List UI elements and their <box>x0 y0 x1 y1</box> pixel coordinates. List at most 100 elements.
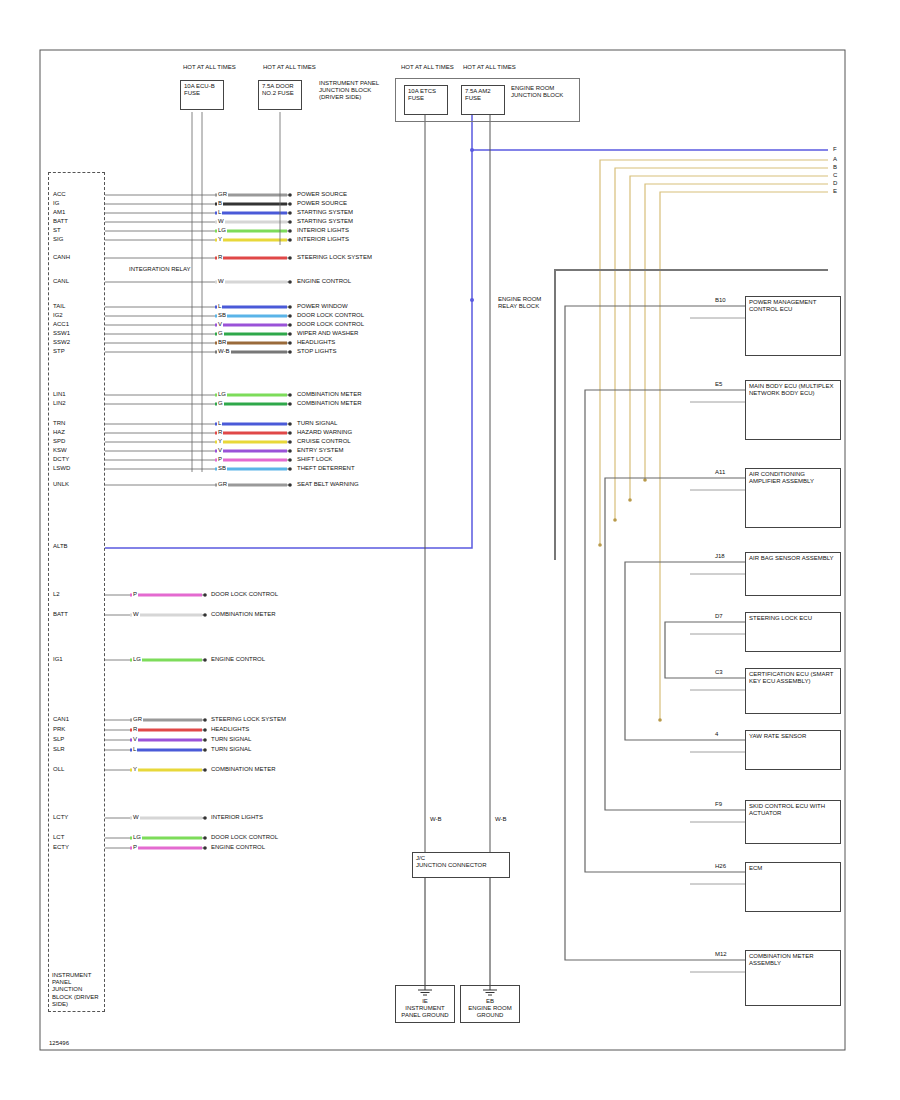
wire-row <box>105 323 292 327</box>
wire-color-band <box>215 459 287 462</box>
ecu-box: MAIN BODY ECU (MULTIPLEX NETWORK BODY EC… <box>745 380 841 440</box>
wire-color-band <box>130 817 202 820</box>
wire-label: INTERIOR LIGHTS <box>296 236 350 243</box>
wire <box>105 485 290 486</box>
wire-label: P <box>217 456 223 463</box>
wire-label: SB <box>217 465 227 472</box>
wire-label: LSWD <box>52 465 71 472</box>
wire-color-band <box>215 239 287 242</box>
wire-label: HOT AT ALL TIMES <box>262 64 317 71</box>
wire <box>105 460 290 461</box>
wire-row <box>105 768 207 772</box>
wire-label: DOOR LOCK CONTROL <box>210 591 279 598</box>
wire-label: F9 <box>714 801 723 808</box>
wire-label: HEADLIGHTS <box>296 339 336 346</box>
wire-label: IG <box>52 200 60 207</box>
wire-label: W <box>132 611 140 618</box>
wire-label: ACC <box>52 191 67 198</box>
bundle-wire <box>192 112 193 472</box>
connector-pin <box>288 422 292 426</box>
wire-stub <box>690 752 745 753</box>
wire-color-band <box>215 333 287 336</box>
wire-label: SLP <box>52 736 65 743</box>
ground-symbol-lines <box>483 986 497 995</box>
wire-stub <box>690 318 745 319</box>
wire-connector <box>490 878 491 985</box>
wire-label: LCTY <box>52 814 69 821</box>
harness-rows <box>105 193 292 850</box>
wire-label: E <box>832 188 838 195</box>
wire-label: ENGINE CONTROL <box>210 656 266 663</box>
wire <box>105 316 290 317</box>
wire-row <box>105 341 292 345</box>
ecu-box: ECM <box>745 862 841 912</box>
wire-label: R <box>217 254 223 261</box>
splice-dot <box>658 718 662 722</box>
ground-symbol <box>461 986 519 997</box>
connector-pin <box>288 305 292 309</box>
wire-label: ENGINE CONTROL <box>210 844 266 851</box>
wire <box>105 195 290 196</box>
wire <box>105 334 290 335</box>
fuse-box: 7.5A DOOR NO.2 FUSE <box>258 80 302 110</box>
wire-label: HEADLIGHTS <box>210 726 250 733</box>
wire-row <box>105 202 292 206</box>
sensor-box: YAW RATE SENSOR <box>745 730 841 770</box>
wire-row <box>105 658 207 662</box>
wire <box>105 720 205 721</box>
wire <box>105 240 290 241</box>
connector-pin <box>203 836 207 840</box>
connector-pin <box>203 768 207 772</box>
wire-row <box>105 211 292 215</box>
wire-connector <box>625 562 745 740</box>
connector-pin <box>288 350 292 354</box>
wire-row <box>105 728 207 732</box>
wire-color-band <box>130 594 202 597</box>
wire-label: CAN1 <box>52 716 70 723</box>
wire-label: INTERIOR LIGHTS <box>210 814 264 821</box>
wire-label: HOT AT ALL TIMES <box>182 64 237 71</box>
wire-row <box>105 846 207 850</box>
node-text: CERTIFICATION ECU (SMART KEY ECU ASSEMBL… <box>749 671 837 685</box>
connector-pin <box>203 593 207 597</box>
wire-row <box>105 467 292 471</box>
wire-label: W <box>217 278 225 285</box>
wire-label: G <box>217 330 224 337</box>
connector-pin <box>203 658 207 662</box>
wire-label: TAIL <box>52 303 66 310</box>
wire <box>105 213 290 214</box>
wire-color-band <box>215 450 287 453</box>
wire-label: LG <box>217 227 227 234</box>
wire-stub <box>690 574 745 575</box>
node-text: JUNCTION CONNECTOR <box>416 862 506 869</box>
connector-pin <box>288 314 292 318</box>
wire-label: POWER SOURCE <box>296 191 348 198</box>
fuse-box: 7.5A AM2 FUSE <box>461 85 505 115</box>
relay-block: ENGINE ROOM JUNCTION BLOCK10A ETCS FUSE7… <box>395 78 580 122</box>
wire-label: HOT AT ALL TIMES <box>462 64 517 71</box>
wire <box>105 343 290 344</box>
node-text: POWER MANAGEMENT CONTROL ECU <box>749 299 837 313</box>
wire-stub <box>690 490 745 491</box>
node-text: SKID CONTROL ECU WITH ACTUATOR <box>749 803 837 817</box>
wire-label: G <box>217 400 224 407</box>
wire-color-band <box>215 403 287 406</box>
connector-pin <box>288 229 292 233</box>
wire <box>472 149 828 151</box>
splice-dot <box>613 518 617 522</box>
wire <box>105 838 205 839</box>
wire-label: V <box>217 447 223 454</box>
wire-label: HAZARD WARNING <box>296 429 353 436</box>
wire-row <box>105 393 292 397</box>
wire-label: R <box>217 429 223 436</box>
ecu-box: AIR CONDITIONING AMPLIFIER ASSEMBLY <box>745 468 841 528</box>
wire-label: 125496 <box>48 1040 70 1047</box>
wire-label: L <box>132 746 137 753</box>
ecu-box: CERTIFICATION ECU (SMART KEY ECU ASSEMBL… <box>745 668 841 714</box>
wire-label: LCT <box>52 834 65 841</box>
wire-label: TRN <box>52 420 66 427</box>
wire-label: OLL <box>52 766 65 773</box>
